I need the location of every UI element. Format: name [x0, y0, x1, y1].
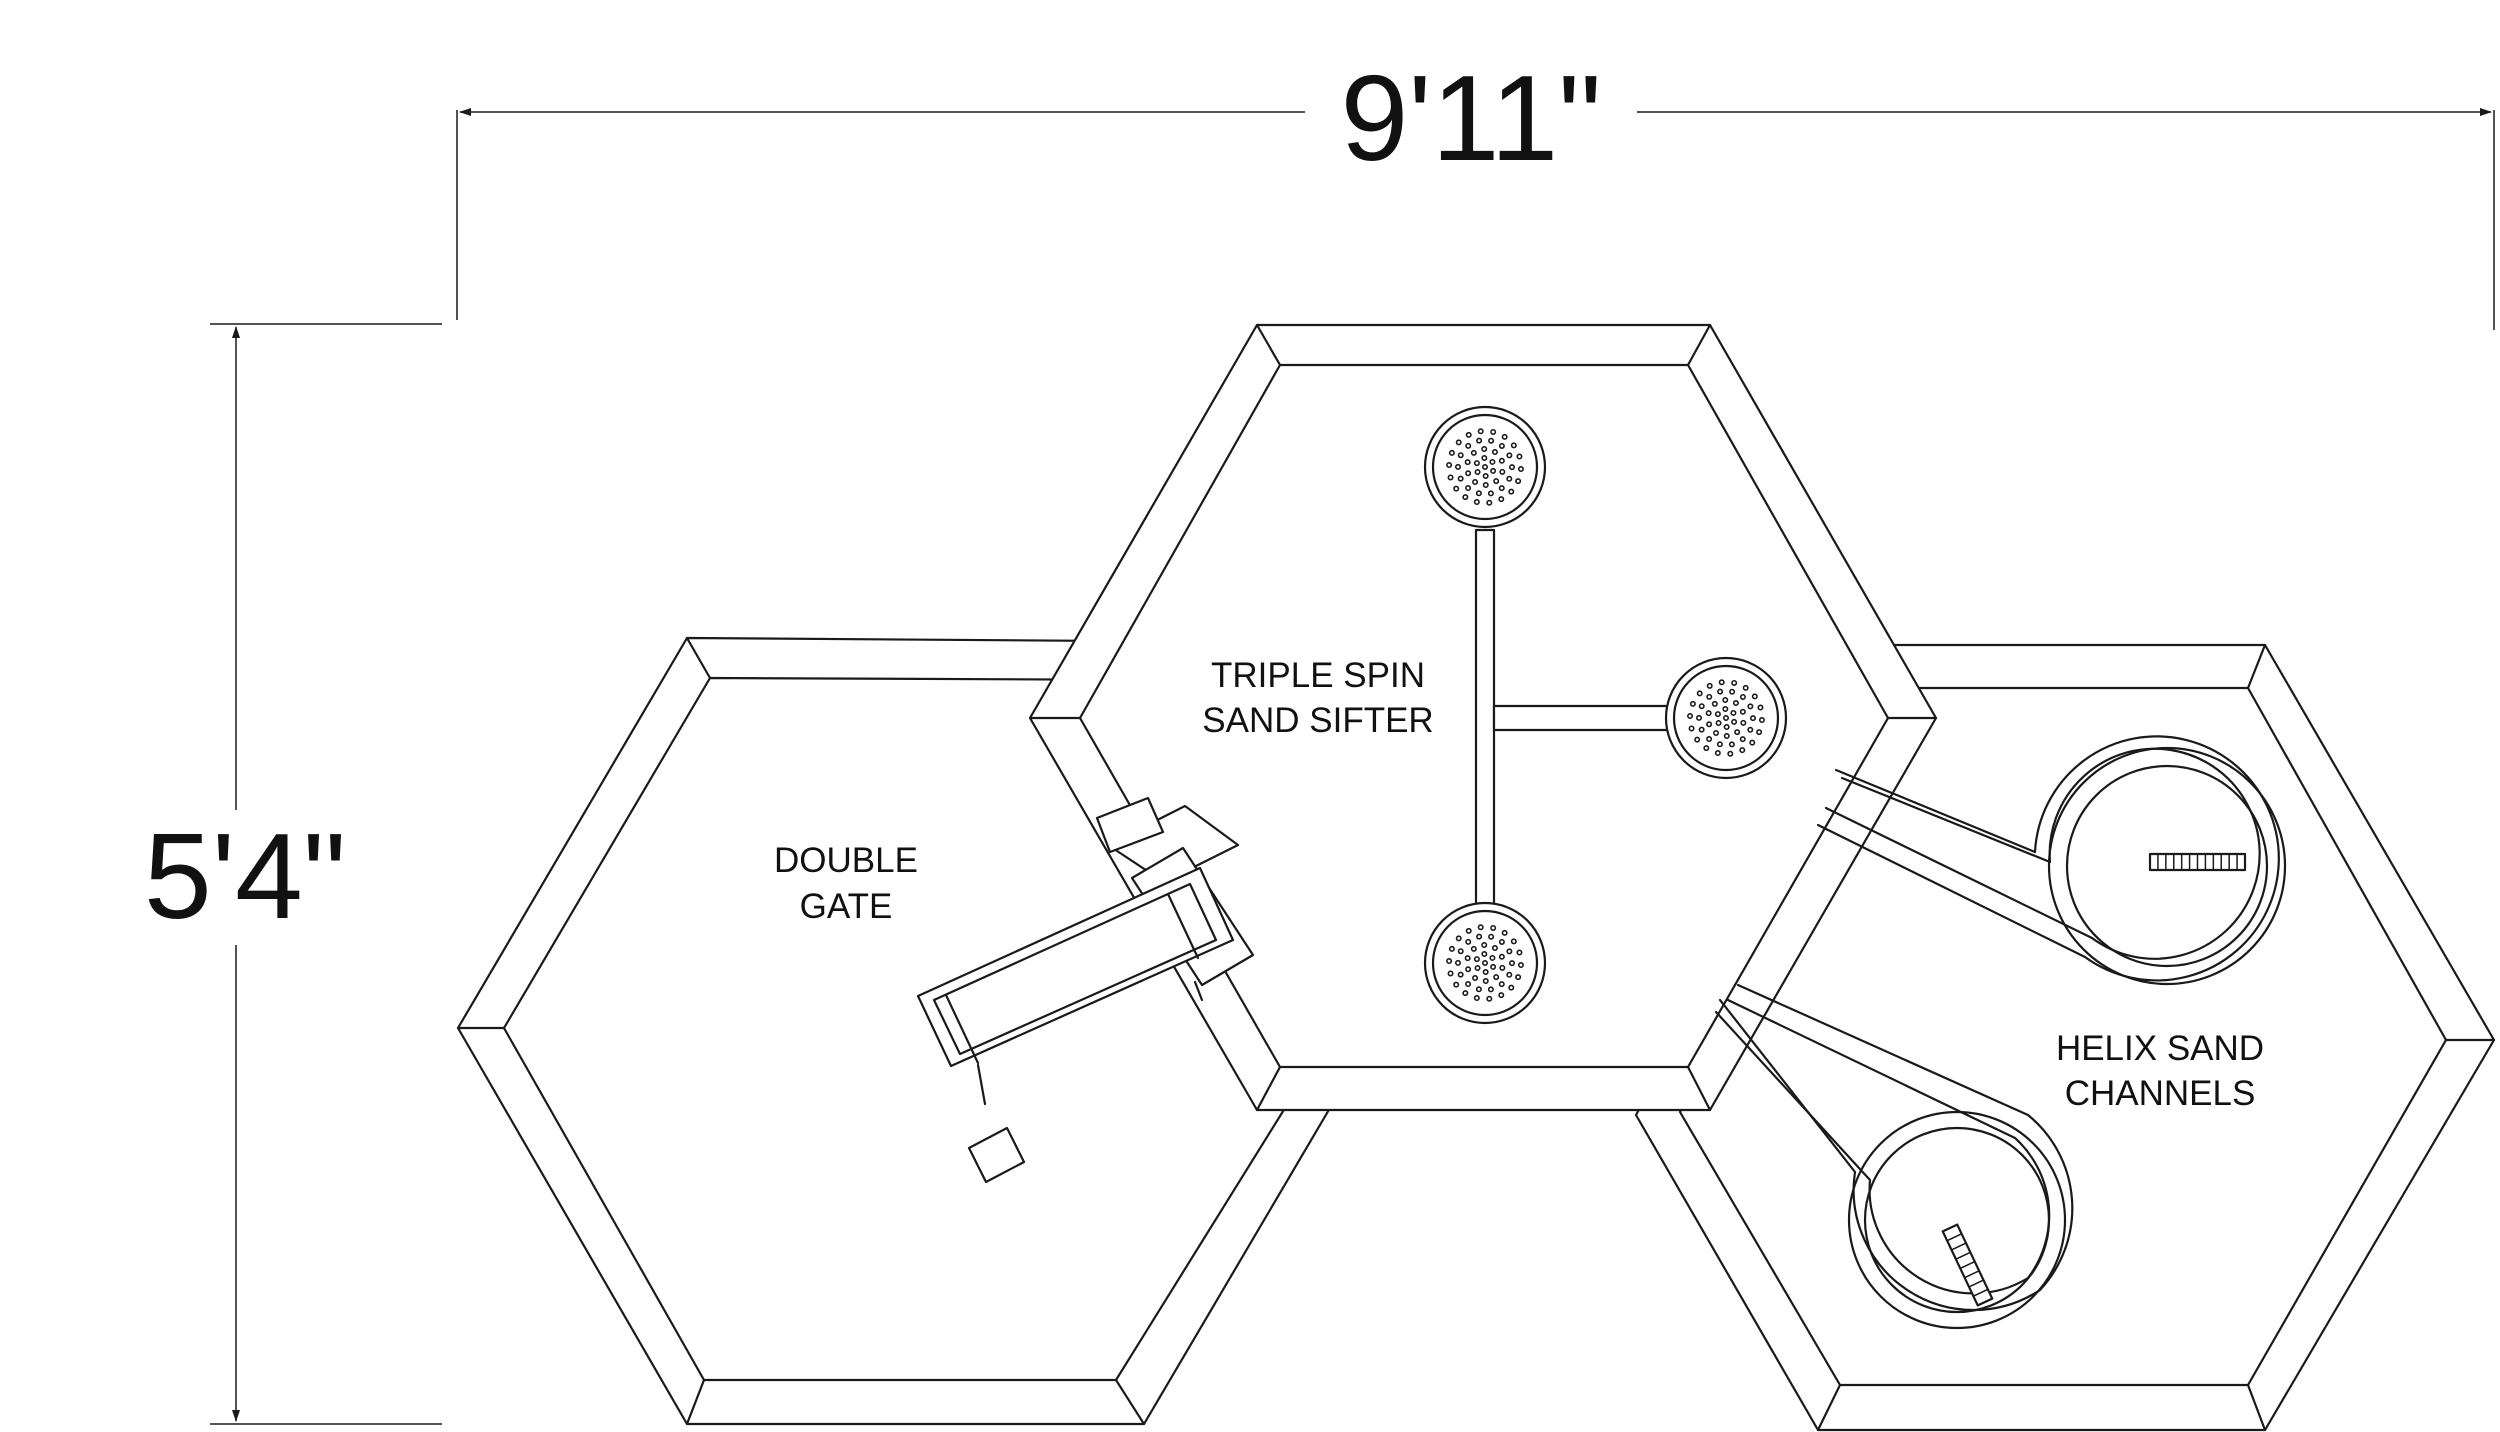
helix-upper-basin	[2047, 746, 2287, 986]
label-double-gate-line2: GATE	[800, 887, 893, 926]
label-double-gate-line1: DOUBLE	[774, 841, 918, 880]
label-sand-sifter: TRIPLE SPIN SAND SIFTER	[1202, 656, 1433, 740]
width-dimension-label: 9'11"	[1340, 50, 1601, 186]
label-helix-channels-line1: HELIX SAND	[2056, 1029, 2264, 1068]
gate-bottom-post	[967, 1126, 1026, 1184]
helix-channels	[1714, 735, 2287, 1330]
gate-top-block	[1106, 804, 1240, 884]
sifter-wheels	[1423, 405, 1788, 1025]
helix-upper-crank	[2148, 852, 2247, 872]
sifter-frame	[1474, 528, 1678, 972]
helix-lower-crank	[1941, 1223, 1994, 1307]
label-double-gate: DOUBLE GATE	[774, 841, 918, 926]
height-dimension: 5'4"	[144, 323, 442, 1425]
label-sand-sifter-line2: SAND SIFTER	[1202, 701, 1433, 740]
label-helix-channels-line2: CHANNELS	[2065, 1074, 2256, 1113]
sifter-wheel-top	[1423, 405, 1547, 529]
sifter-horizontal-bar	[1492, 704, 1678, 732]
label-helix-channels: HELIX SAND CHANNELS	[2056, 1029, 2264, 1113]
height-dimension-label: 5'4"	[144, 808, 346, 944]
gate-top-post	[1095, 796, 1165, 854]
width-dimension: 9'11"	[456, 50, 2495, 330]
gate-panel-inner	[932, 882, 1218, 1056]
double-gate	[916, 796, 1255, 1184]
label-sand-sifter-line1: TRIPLE SPIN	[1211, 656, 1425, 695]
sifter-wheel-right	[1664, 656, 1788, 780]
gate-panel-outer	[916, 866, 1235, 1068]
sifter-wheel-bottom	[1423, 901, 1547, 1025]
helix-lower-basin	[1847, 1110, 2067, 1330]
